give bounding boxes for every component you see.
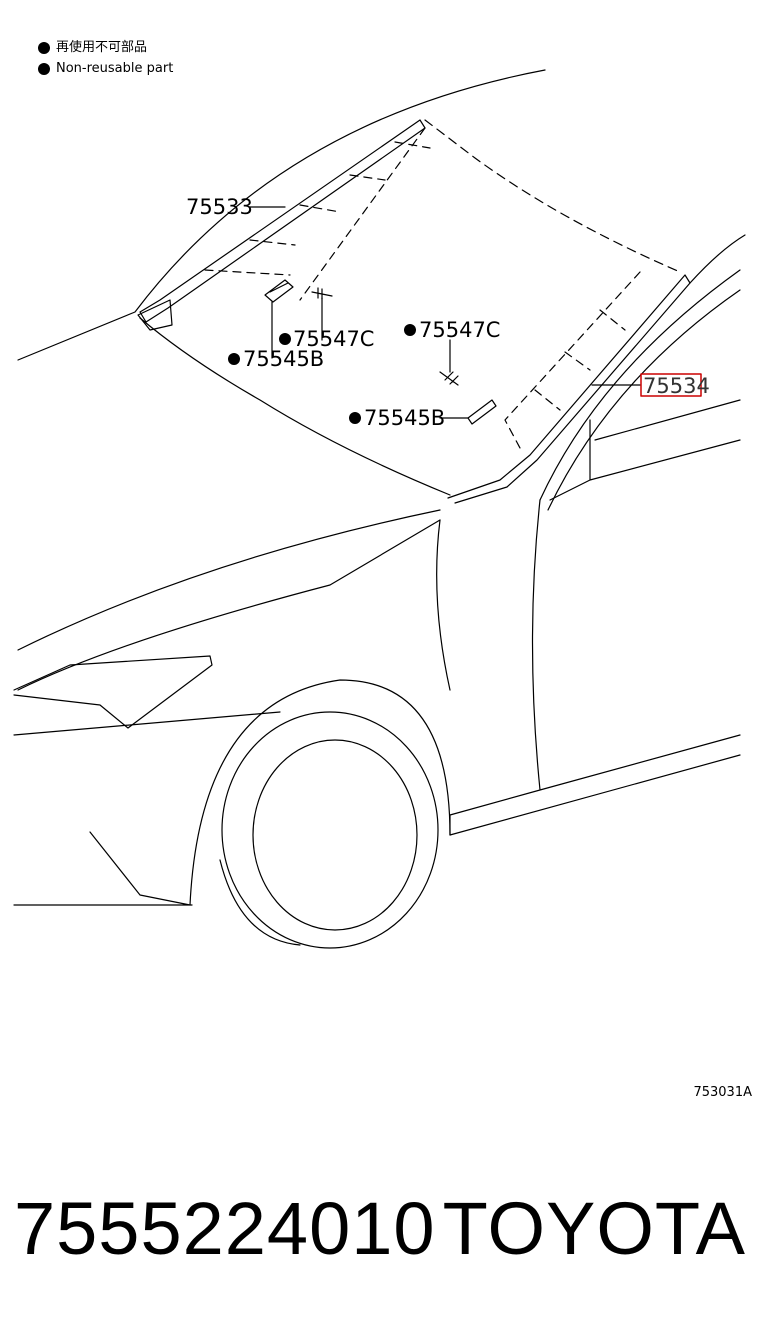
a-pillar xyxy=(539,234,746,511)
dot-75545b-left xyxy=(228,353,240,365)
callout-75547c-right: 75547C xyxy=(419,318,500,342)
left-bracket-75545b xyxy=(264,279,294,303)
callout-75545b-left: 75545B xyxy=(243,347,324,371)
right-glass-dashed xyxy=(504,271,641,449)
tire-bottom xyxy=(219,859,301,946)
headlight xyxy=(13,655,213,729)
door-edge xyxy=(449,499,741,836)
legend-row-en: Non-reusable part xyxy=(38,58,173,79)
left-glass-dashed-1 xyxy=(204,127,431,301)
legend: 再使用不可部品 Non-reusable part xyxy=(38,37,173,79)
hood-line-2 xyxy=(17,519,441,691)
molding-75533-end xyxy=(137,299,173,331)
right-bracket-75545b xyxy=(467,399,497,425)
part-number: 7555224010 xyxy=(14,1187,436,1270)
callout-75547c-left: 75547C xyxy=(293,327,374,351)
front-bumper xyxy=(13,711,281,906)
tire-inner xyxy=(252,739,418,931)
right-clip-75547c xyxy=(439,371,459,386)
callout-75545b-right: 75545B xyxy=(364,406,445,430)
windshield-top-dashed xyxy=(424,119,681,273)
door-window xyxy=(549,399,741,501)
filled-circle-icon xyxy=(38,41,50,54)
wheel-arch xyxy=(189,679,451,906)
dot-75547c-left xyxy=(279,333,291,345)
fender-top xyxy=(436,519,451,691)
filled-circle-icon xyxy=(38,62,50,75)
callout-dots xyxy=(228,324,416,424)
highlight-box-75534 xyxy=(640,373,702,397)
molding-75534 xyxy=(447,274,691,504)
dot-75547c-right xyxy=(404,324,416,336)
tire-outer xyxy=(221,711,439,949)
legend-label-jp: 再使用不可部品 xyxy=(56,40,148,55)
left-clip-75547c xyxy=(311,287,333,300)
legend-label-en: Non-reusable part xyxy=(56,61,174,76)
windshield-bottom xyxy=(139,317,451,496)
figure-code: 753031A xyxy=(693,1085,752,1100)
roof-line xyxy=(17,69,546,361)
molding-75533 xyxy=(139,119,426,323)
hood-line xyxy=(17,509,441,651)
legend-row-jp: 再使用不可部品 xyxy=(38,37,173,58)
part-footer: 7555224010 TOYOTA xyxy=(14,1186,746,1271)
dot-75545b-right xyxy=(349,412,361,424)
callout-75533: 75533 xyxy=(186,195,253,219)
brand-name: TOYOTA xyxy=(442,1187,746,1270)
callout-75534: 75534 xyxy=(643,374,710,398)
